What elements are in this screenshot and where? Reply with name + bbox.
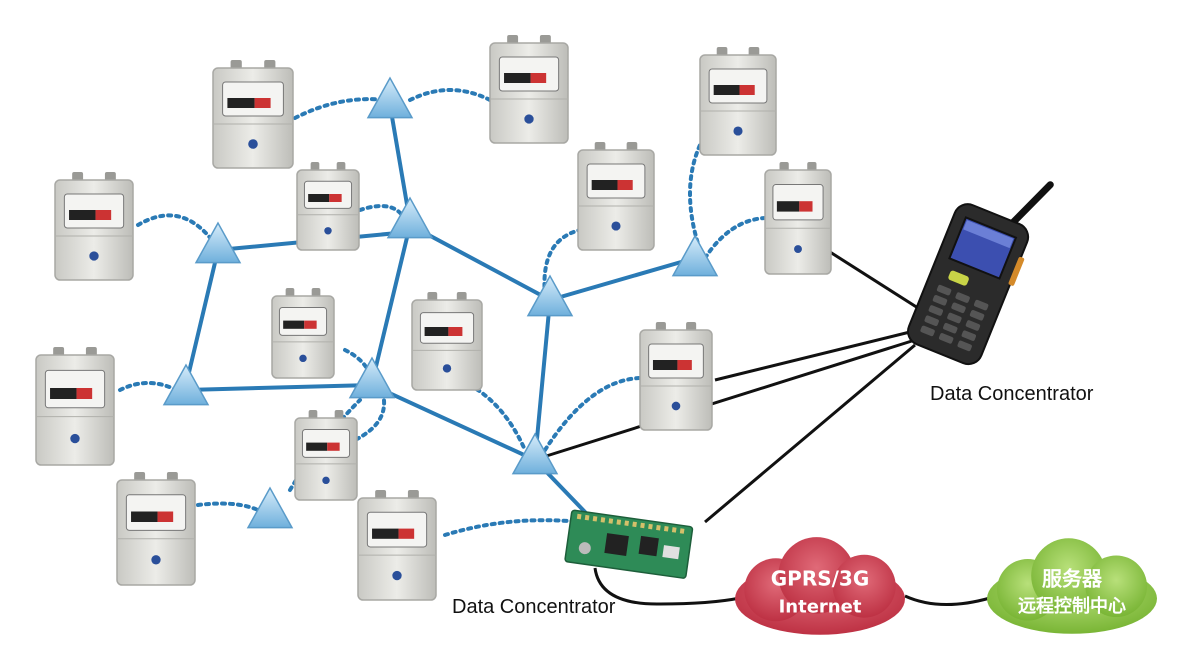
handheld-terminal-icon <box>907 181 1054 366</box>
radio-link <box>293 97 387 120</box>
board-cable <box>593 567 741 606</box>
network-cloud-line1: GPRS/3G <box>771 566 870 590</box>
triangle-repeater-icon <box>194 221 242 264</box>
triangle-repeater-icon <box>162 363 210 406</box>
mesh-link <box>548 256 697 302</box>
wired-link <box>704 343 916 524</box>
triangle-repeater-icon <box>348 356 396 399</box>
radio-link <box>196 501 264 514</box>
triangle-repeater-icon <box>511 432 559 475</box>
gas-meter-icon <box>411 292 483 391</box>
triangle-repeater-icon <box>526 274 574 317</box>
triangle-repeater-icon <box>366 76 414 119</box>
radio-link <box>703 216 767 260</box>
server-cloud-line1: 服务器 <box>1042 566 1103 590</box>
gas-meter-icon <box>116 472 196 586</box>
radio-link <box>408 88 492 102</box>
mesh-link <box>184 248 220 387</box>
wired-link <box>539 338 916 460</box>
radio-link <box>443 518 582 537</box>
mesh-link <box>370 383 537 462</box>
triangle-repeater-icon <box>671 234 719 277</box>
meters-layer <box>35 35 832 601</box>
radio-link <box>136 213 214 242</box>
triangle-repeater-icon <box>386 196 434 239</box>
triangle-repeater-icon <box>246 486 294 529</box>
wired-link <box>829 250 919 310</box>
gas-meter-icon <box>35 347 115 466</box>
gas-meter-icon <box>577 142 655 251</box>
gas-meter-icon <box>357 490 437 601</box>
mesh-link <box>408 223 552 302</box>
cloud-cable <box>904 594 991 606</box>
links-layer <box>118 88 991 606</box>
gas-meter-icon <box>639 322 713 431</box>
board-concentrator-label: Data Concentrator <box>452 596 616 618</box>
mesh-link <box>533 298 552 462</box>
gas-meter-icon <box>699 47 777 156</box>
gas-meter-icon <box>294 410 358 501</box>
wired-link <box>714 328 919 382</box>
gas-meter-icon <box>54 172 134 281</box>
network-cloud-line2: Internet <box>779 596 862 617</box>
circuit-board-icon <box>564 509 694 579</box>
radio-link <box>543 376 642 452</box>
radio-link <box>468 383 527 452</box>
repeaters-layer <box>162 76 719 529</box>
network-cloud-icon: GPRS/3G Internet <box>735 537 905 635</box>
mesh-link <box>184 383 374 392</box>
gas-meter-icon <box>271 288 335 379</box>
handheld-concentrator-label: Data Concentrator <box>930 383 1094 405</box>
gas-meter-icon <box>296 162 360 251</box>
radio-link <box>688 143 702 252</box>
gas-meter-icon <box>489 35 569 144</box>
mesh-link <box>370 223 412 385</box>
gas-meter-icon <box>212 60 294 169</box>
server-cloud-line2: 远程控制中心 <box>1018 595 1126 617</box>
gas-meter-icon <box>764 162 832 275</box>
devices-layer <box>564 181 1054 579</box>
radio-link <box>358 204 404 217</box>
